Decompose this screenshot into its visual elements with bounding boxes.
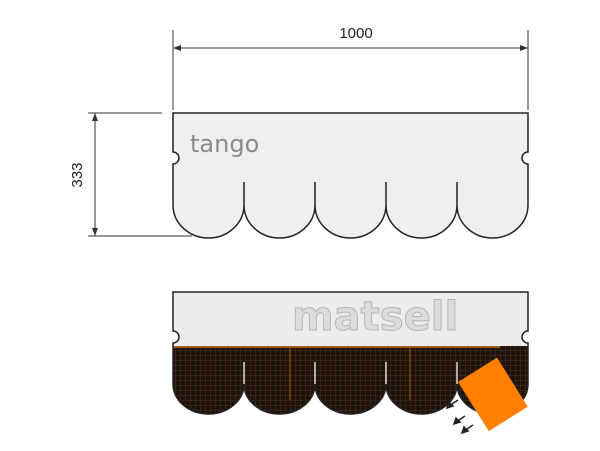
shingle-outline: tango <box>172 112 529 239</box>
model-name: tango <box>190 130 259 158</box>
shingle-installed-view: matsell <box>172 291 529 435</box>
width-label: 1000 <box>339 25 372 42</box>
orange-tile <box>458 357 528 432</box>
brand-watermark: matsell <box>292 294 458 340</box>
height-dimension: 333 <box>69 112 192 237</box>
arrow-icons <box>445 399 474 435</box>
width-dimension: 1000 <box>172 25 529 110</box>
height-label: 333 <box>69 162 86 187</box>
